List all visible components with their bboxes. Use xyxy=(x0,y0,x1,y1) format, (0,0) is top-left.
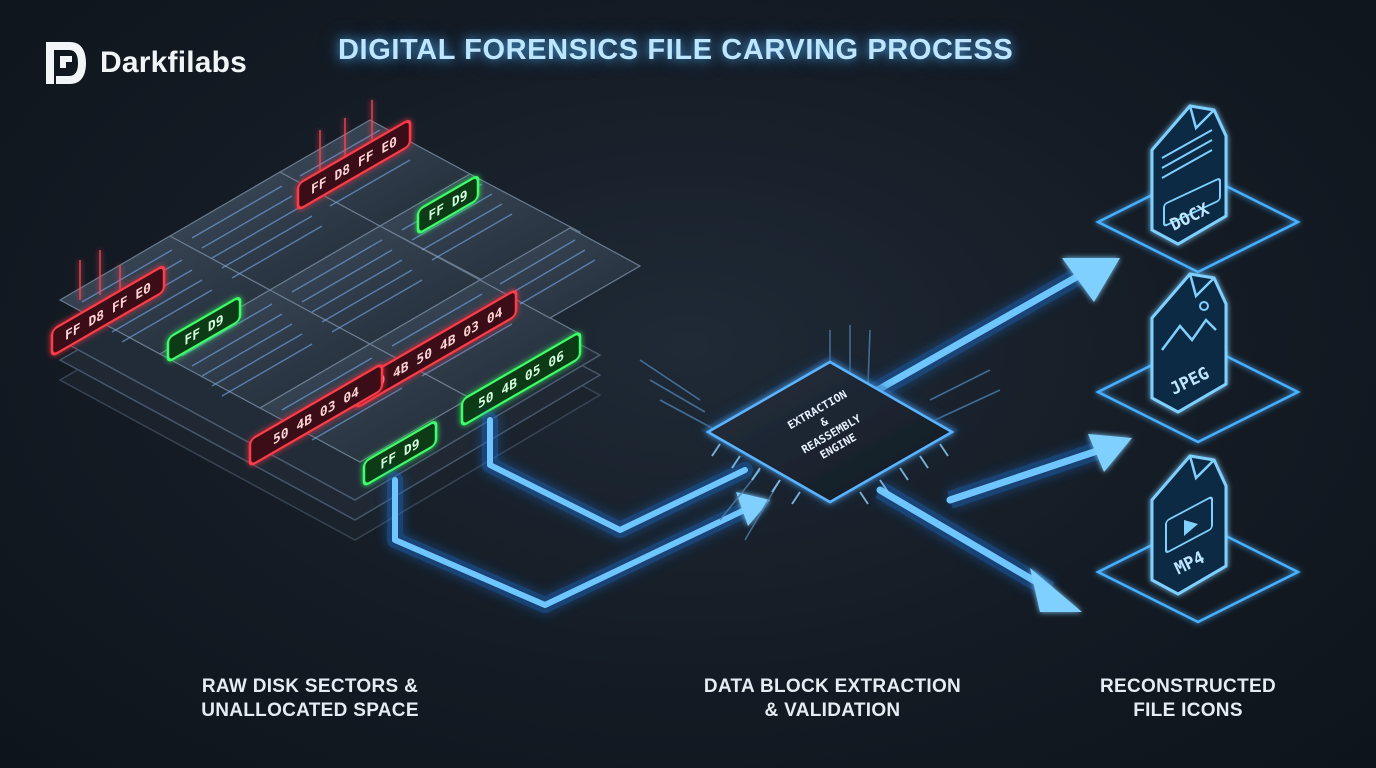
extraction-engine-chip: EXTRACTION & REASSEMBLY ENGINE xyxy=(700,355,960,505)
page-title: DIGITAL FORENSICS FILE CARVING PROCESS xyxy=(338,34,1014,66)
stage-label-reconstructed: RECONSTRUCTED FILE ICONS xyxy=(1100,676,1276,721)
brand-name: Darkfilabs xyxy=(100,46,248,79)
file-icon-docx: DOCX xyxy=(1095,104,1301,274)
stage-label-raw-sectors: RAW DISK SECTORS & UNALLOCATED SPACE xyxy=(201,676,419,721)
sector-tile xyxy=(478,227,642,319)
sector-tile xyxy=(268,225,482,345)
brand-mark-icon xyxy=(46,42,86,84)
data-flow-pipes xyxy=(387,412,770,613)
stage-label-extraction: DATA BLOCK EXTRACTION & VALIDATION xyxy=(703,676,962,721)
file-icon-mp4: MP4 xyxy=(1095,454,1301,624)
sector-tile xyxy=(158,289,372,409)
video-icon xyxy=(1184,520,1198,536)
image-icon xyxy=(1161,318,1217,351)
brand-logo: Darkfilabs xyxy=(40,38,247,88)
file-icon-jpeg: JPEG xyxy=(1095,272,1301,444)
output-arrows xyxy=(855,258,1132,612)
sector-tile xyxy=(168,171,382,291)
